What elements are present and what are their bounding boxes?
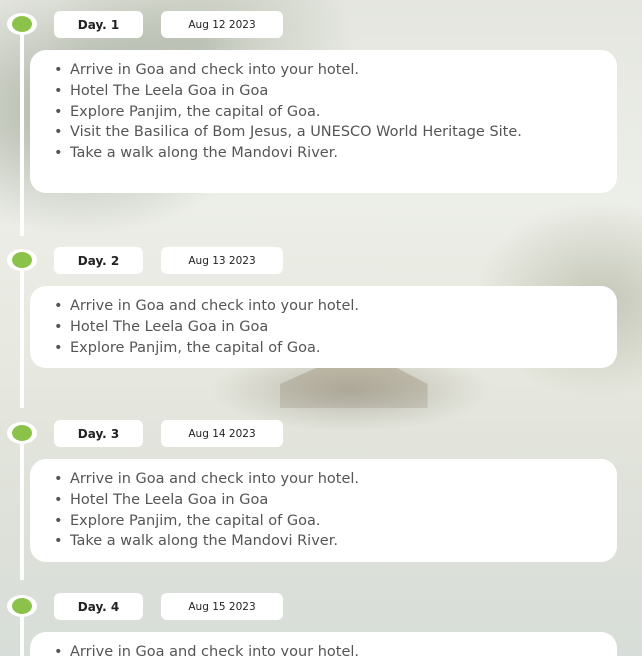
itinerary-list: Arrive in Goa and check into your hotel.… (54, 60, 597, 164)
day-date: Aug 15 2023 (161, 593, 283, 620)
itinerary-item: Hotel The Leela Goa in Goa (54, 490, 597, 511)
itinerary-item: Explore Panjim, the capital of Goa. (54, 511, 597, 532)
day-date: Aug 12 2023 (161, 11, 283, 38)
itinerary-list: Arrive in Goa and check into your hotel.… (54, 296, 597, 358)
itinerary-item: Hotel The Leela Goa in Goa (54, 317, 597, 338)
itinerary-item: Hotel The Leela Goa in Goa (54, 81, 597, 102)
day-card: Arrive in Goa and check into your hotel.… (30, 50, 617, 193)
itinerary-item: Arrive in Goa and check into your hotel. (54, 296, 597, 317)
itinerary-item: Arrive in Goa and check into your hotel. (54, 469, 597, 490)
timeline-line (20, 442, 24, 580)
timeline-line (20, 268, 24, 408)
day-label: Day. 3 (54, 420, 143, 447)
itinerary-item: Arrive in Goa and check into your hotel. (54, 642, 597, 656)
itinerary-item: Visit the Basilica of Bom Jesus, a UNESC… (54, 122, 597, 143)
itinerary-item: Explore Panjim, the capital of Goa. (54, 338, 597, 359)
itinerary-item: Take a walk along the Mandovi River. (54, 531, 597, 552)
timeline-dot (7, 13, 37, 35)
day-label: Day. 2 (54, 247, 143, 274)
timeline-dot (7, 249, 37, 271)
day-date: Aug 13 2023 (161, 247, 283, 274)
itinerary-list: Arrive in Goa and check into your hotel.… (54, 469, 597, 552)
day-label: Day. 4 (54, 593, 143, 620)
itinerary-item: Take a walk along the Mandovi River. (54, 143, 597, 164)
day-label: Day. 1 (54, 11, 143, 38)
day-card: Arrive in Goa and check into your hotel. (30, 632, 617, 656)
itinerary-item: Explore Panjim, the capital of Goa. (54, 102, 597, 123)
day-card: Arrive in Goa and check into your hotel.… (30, 286, 617, 368)
timeline-line (20, 614, 24, 656)
day-date: Aug 14 2023 (161, 420, 283, 447)
itinerary-item: Arrive in Goa and check into your hotel. (54, 60, 597, 81)
timeline-dot (7, 595, 37, 617)
itinerary-list: Arrive in Goa and check into your hotel. (54, 642, 597, 656)
day-card: Arrive in Goa and check into your hotel.… (30, 459, 617, 562)
timeline-dot (7, 422, 37, 444)
timeline-line (20, 30, 24, 236)
background-hut (280, 368, 428, 408)
